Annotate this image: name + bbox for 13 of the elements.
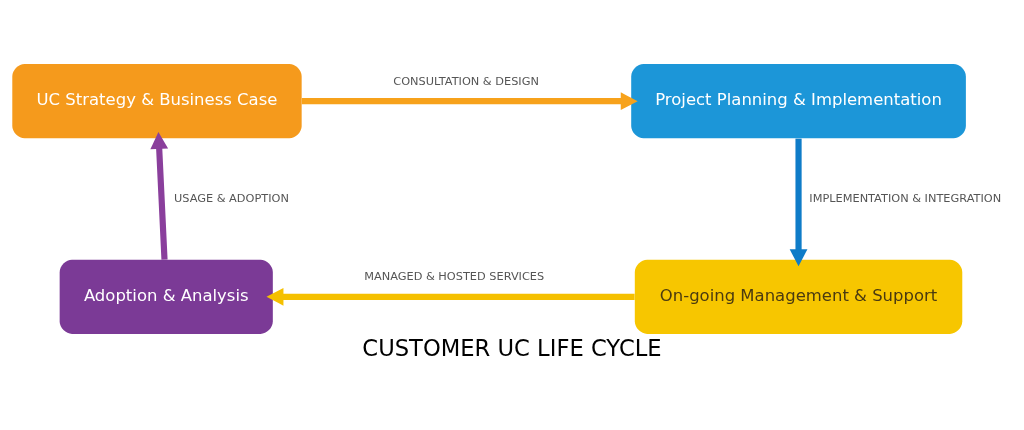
- node-box: On-going Management & Support: [634, 259, 963, 334]
- arrow: [789, 138, 808, 266]
- edge-label: CONSULTATION & DESIGN: [393, 73, 539, 88]
- node-box: UC Strategy & Business Case: [12, 63, 302, 138]
- edge-label: USAGE & ADOPTION: [173, 190, 289, 205]
- node-box: Project Planning & Implementation: [631, 63, 966, 138]
- node-box: Adoption & Analysis: [59, 259, 273, 334]
- arrow: [266, 287, 635, 306]
- edge-label: MANAGED & HOSTED SERVICES: [364, 268, 545, 283]
- edge-label: IMPLEMENTATION & INTEGRATION: [809, 190, 1002, 205]
- arrow: [301, 91, 638, 110]
- diagram-title: CUSTOMER UC LIFE CYCLE: [362, 334, 662, 361]
- arrow: [150, 131, 169, 260]
